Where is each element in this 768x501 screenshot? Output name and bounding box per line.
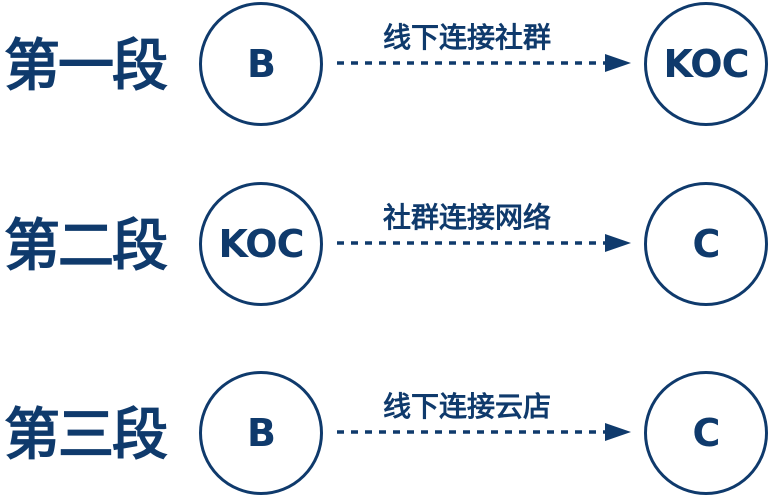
stage-label: 第二段: [4, 214, 168, 279]
source-node: B: [199, 2, 323, 126]
stage-row-1: 第一段 B 线下连接社群 KOC: [0, 2, 768, 132]
dotted-arrow-icon: [337, 234, 631, 252]
dotted-arrow-icon: [337, 423, 631, 441]
stage-row-3: 第三段 B 线下连接云店 C: [0, 371, 768, 501]
dotted-arrow-icon: [337, 54, 631, 72]
connection-label: 线下连接云店: [382, 390, 551, 423]
target-node: C: [644, 371, 768, 495]
target-node: KOC: [644, 2, 768, 126]
source-node: KOC: [199, 182, 323, 306]
connection-label: 社群连接网络: [382, 201, 551, 234]
source-node: B: [199, 371, 323, 495]
connection-label: 线下连接社群: [382, 21, 551, 54]
stage-row-2: 第二段 KOC 社群连接网络 C: [0, 182, 768, 312]
target-node: C: [644, 182, 768, 306]
stage-label: 第三段: [4, 403, 168, 468]
stage-label: 第一段: [4, 34, 168, 99]
